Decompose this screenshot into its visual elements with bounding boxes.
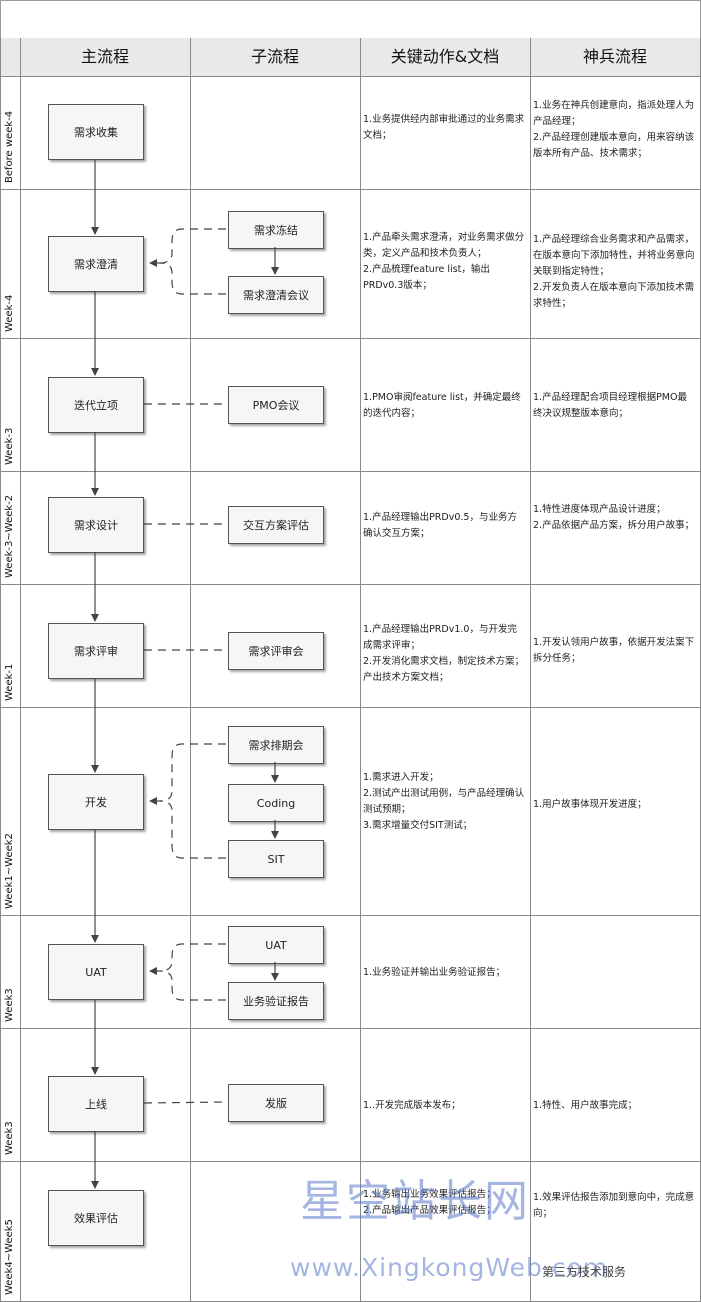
action-item: 1.业务输出业务效果评估报告； — [363, 1189, 496, 1200]
actions-note: 1.业务提供经内部审批通过的业务需求文档； — [363, 112, 526, 144]
actions-note: 1.PMO审阅feature list，并确定最终的迭代内容； — [363, 390, 526, 422]
column-divider — [20, 38, 21, 1301]
action-item: 1.PMO审阅feature list，并确定最终的迭代内容； — [363, 392, 521, 419]
action-item: 1.产品经理输出PRDv1.0，与开发完成需求评审； — [363, 624, 517, 651]
sub-flow-brace-top — [159, 943, 226, 972]
main-flow-node: 开发 — [48, 774, 144, 830]
shenbing-item: 1.产品经理综合业务需求和产品需求，在版本意向下添加特性，并将业务意向关联到指定… — [533, 234, 695, 277]
row-divider — [0, 1161, 701, 1162]
shenbing-item: 2.产品依据产品方案，拆分用户故事； — [533, 520, 695, 531]
shenbing-note: 1.效果评估报告添加到意向中，完成意向； — [533, 1190, 696, 1222]
actions-note: 1.产品经理输出PRDv1.0，与开发完成需求评审； 2.开发消化需求文档，制定技… — [363, 622, 526, 686]
header-row — [0, 38, 701, 77]
shenbing-note: 1.产品经理配合项目经理根据PMO最终决议规整版本意向； — [533, 390, 696, 422]
shenbing-item: 1.开发认领用户故事，依据开发法案下拆分任务； — [533, 637, 695, 664]
row-divider — [0, 471, 701, 472]
row-divider — [0, 338, 701, 339]
sub-flow-node: 需求评审会 — [228, 632, 324, 670]
actions-note: 1.产品牵头需求澄清，对业务需求做分类，定义产品和技术负责人； 2.产品梳理fea… — [363, 230, 526, 294]
row-divider — [0, 584, 701, 585]
sub-flow-node: 需求冻结 — [228, 211, 324, 249]
main-flow-node: UAT — [48, 944, 144, 1000]
sub-flow-node: 发版 — [228, 1084, 324, 1122]
column-divider — [530, 38, 531, 1301]
action-item: 1.业务验证并输出业务验证报告； — [363, 967, 506, 978]
action-item: 2.开发消化需求文档，制定技术方案；产出技术方案文档； — [363, 656, 525, 683]
actions-note: 1..开发完成版本发布； — [363, 1098, 526, 1114]
header-main-flow: 主流程 — [80, 47, 129, 66]
sub-flow-node: PMO会议 — [228, 386, 324, 424]
shenbing-item: 1.效果评估报告添加到意向中，完成意向； — [533, 1192, 695, 1219]
action-item: 1.业务提供经内部审批通过的业务需求文档； — [363, 114, 525, 141]
watermark-site-cn: 星空站长网 — [300, 1176, 530, 1227]
sub-flow-node: 业务验证报告 — [228, 982, 324, 1020]
shenbing-item: 2.产品经理创建版本意向，用来容纳该版本所有产品、技术需求； — [533, 132, 695, 159]
actions-note: 1.产品经理输出PRDv0.5，与业务方确认交互方案； — [363, 510, 526, 542]
main-flow-node: 迭代立项 — [48, 377, 144, 433]
row-divider — [0, 915, 701, 916]
top-title-bar — [0, 0, 701, 39]
sub-flow-brace-bottom — [159, 970, 226, 1001]
shenbing-item: 1.用户故事体现开发进度； — [533, 799, 647, 810]
row-divider — [0, 76, 701, 77]
main-flow-node: 需求设计 — [48, 497, 144, 553]
shenbing-note: 1.开发认领用户故事，依据开发法案下拆分任务； — [533, 635, 696, 667]
actions-note: 1.业务验证并输出业务验证报告； — [363, 965, 526, 981]
shenbing-item: 2.开发负责人在版本意向下添加技术需求特性； — [533, 282, 695, 309]
sub-flow-dashed-link — [143, 1101, 227, 1104]
action-item: 2.产品梳理feature list，输出PRDv0.3版本； — [363, 264, 490, 291]
shenbing-note: 1.特性进度体现产品设计进度； 2.产品依据产品方案，拆分用户故事； — [533, 502, 696, 534]
action-item: 2.测试产出测试用例，与产品经理确认测试预期； — [363, 788, 525, 815]
shenbing-item: 1.特性、用户故事完成； — [533, 1100, 638, 1111]
main-flow-node: 需求澄清 — [48, 236, 144, 292]
sub-flow-brace-top — [159, 743, 226, 802]
shenbing-note: 1.特性、用户故事完成； — [533, 1098, 696, 1114]
row-divider — [0, 189, 701, 190]
sub-flow-node: UAT — [228, 926, 324, 964]
sub-flow-node: 需求澄清会议 — [228, 276, 324, 314]
shenbing-note: 1.用户故事体现开发进度； — [533, 797, 696, 813]
shenbing-item: 1.特性进度体现产品设计进度； — [533, 504, 666, 515]
action-item: 1.产品经理输出PRDv0.5，与业务方确认交互方案； — [363, 512, 517, 539]
main-flow-node: 上线 — [48, 1076, 144, 1132]
column-divider — [190, 38, 191, 1301]
action-item: 1..开发完成版本发布； — [363, 1100, 461, 1111]
action-item: 2.产品输出产品效果评估报告； — [363, 1205, 496, 1216]
header-actions-docs: 关键动作&文档 — [390, 47, 500, 66]
action-item: 3.需求增量交付SIT测试； — [363, 820, 473, 831]
shenbing-note: 1.业务在神兵创建意向，指派处理人为产品经理； 2.产品经理创建版本意向，用来容纳… — [533, 98, 696, 162]
row-divider — [0, 1028, 701, 1029]
action-item: 1.产品牵头需求澄清，对业务需求做分类，定义产品和技术负责人； — [363, 232, 525, 259]
column-divider — [0, 38, 1, 1301]
main-flow-node: 需求收集 — [48, 104, 144, 160]
actions-note: 1.业务输出业务效果评估报告； 2.产品输出产品效果评估报告； — [363, 1187, 526, 1219]
shenbing-note: 1.产品经理综合业务需求和产品需求，在版本意向下添加特性，并将业务意向关联到指定… — [533, 232, 696, 312]
sub-flow-brace-bottom — [159, 800, 226, 859]
sub-flow-brace-top — [159, 228, 226, 264]
sub-flow-node: SIT — [228, 840, 324, 878]
header-sub-flow: 子流程 — [250, 47, 299, 66]
main-flow-node: 需求评审 — [48, 623, 144, 679]
shenbing-item: 1.业务在神兵创建意向，指派处理人为产品经理； — [533, 100, 695, 127]
main-flow-node: 效果评估 — [48, 1190, 144, 1246]
row-divider — [0, 707, 701, 708]
watermark-site-url: www.XingkongWeb.com — [290, 1253, 609, 1282]
sub-flow-node: 需求排期会 — [228, 726, 324, 764]
sub-flow-brace-bottom — [159, 262, 226, 295]
header-shenbing-flow: 神兵流程 — [582, 47, 647, 66]
action-item: 1.需求进入开发； — [363, 772, 439, 783]
shenbing-item: 1.产品经理配合项目经理根据PMO最终决议规整版本意向； — [533, 392, 687, 419]
actions-note: 1.需求进入开发； 2.测试产出测试用例，与产品经理确认测试预期； 3.需求增量交付… — [363, 770, 526, 834]
column-divider — [360, 38, 361, 1301]
watermark-account: 第三方技术服务 — [542, 1265, 627, 1279]
sub-flow-node: Coding — [228, 784, 324, 822]
sub-flow-node: 交互方案评估 — [228, 506, 324, 544]
